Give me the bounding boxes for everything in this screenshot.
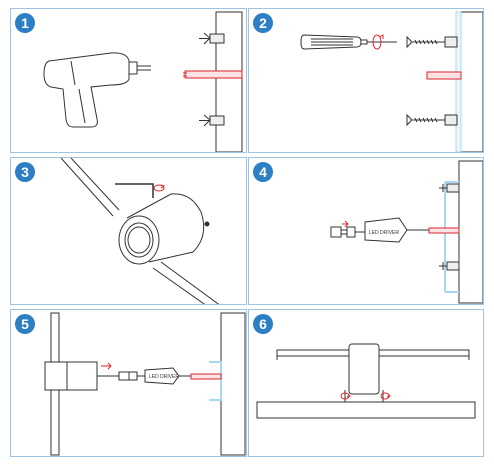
step-1-panel: 1: [10, 8, 247, 153]
step-4-panel: 4 LED DRIVER: [248, 157, 484, 305]
socket-connection-illustration: LED DRIVER: [44, 312, 246, 456]
screwdriver-illustration: [300, 11, 483, 152]
step-number-badge: 1: [15, 13, 35, 33]
step-number-badge: 4: [253, 162, 273, 182]
step-2-panel: 2: [248, 8, 484, 153]
driver-wiring-illustration: LED DRIVER: [330, 160, 483, 304]
step-3-panel: 3: [10, 157, 247, 305]
step-5-panel: 5 LED DRIVER: [10, 309, 247, 457]
step-number-badge: 5: [15, 314, 35, 334]
led-driver-label: LED DRIVER: [149, 374, 179, 380]
mounting-socket-illustration: [60, 158, 220, 304]
step-number-badge: 3: [15, 162, 35, 182]
step-number-badge: 6: [253, 314, 273, 334]
final-assembly-illustration: [256, 343, 476, 419]
step-6-panel: 6: [248, 309, 484, 457]
led-driver-label: LED DRIVER: [369, 230, 399, 236]
drill-wall-illustration: [43, 11, 243, 152]
step-number-badge: 2: [253, 13, 273, 33]
